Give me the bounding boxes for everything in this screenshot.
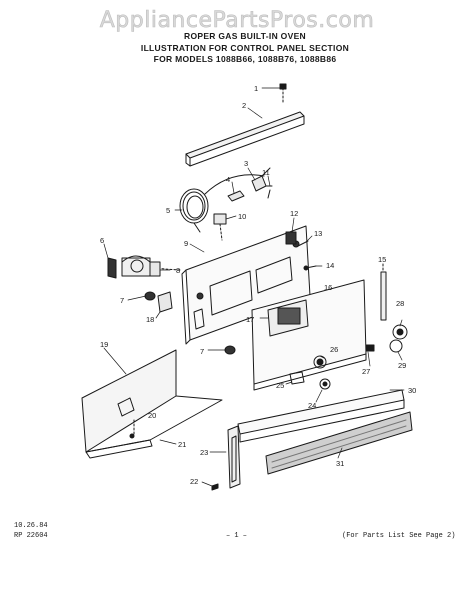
callout-16: 16 <box>324 283 332 292</box>
diagram-models: FOR MODELS 1088B66, 1088B76, 1088B86 <box>153 54 337 64</box>
part-trim-30 <box>237 389 405 443</box>
diagram-title: ROPER GAS BUILT-IN OVEN <box>184 31 306 41</box>
callout-27: 27 <box>362 367 370 376</box>
callout-17: 17 <box>246 315 254 324</box>
callout-2: 2 <box>242 101 246 110</box>
callout-23: 23 <box>200 448 208 457</box>
callout-28: 28 <box>396 299 404 308</box>
part-screw-14 <box>303 265 317 271</box>
callout-5: 5 <box>166 206 170 215</box>
part-screw-22 <box>211 483 219 491</box>
callout-31: 31 <box>336 459 344 468</box>
callout-1: 1 <box>254 84 258 93</box>
callout-19: 19 <box>100 340 108 349</box>
part-knob-28 <box>392 324 408 340</box>
part-screw-1 <box>279 83 287 105</box>
callout-7b: 7 <box>200 347 204 356</box>
part-heat-shield-19 <box>81 349 223 459</box>
callout-9: 9 <box>184 239 188 248</box>
callout-6: 6 <box>100 236 104 245</box>
part-trim-strip-2 <box>185 111 305 167</box>
callout-8: 8 <box>176 266 180 275</box>
part-bracket-23 <box>227 425 241 489</box>
part-socket-10 <box>213 213 227 241</box>
watermark: AppliancePartsPros.com <box>99 8 375 34</box>
part-mount-18 <box>157 291 173 313</box>
callout-18: 18 <box>146 315 154 324</box>
part-knob-29 <box>389 339 403 353</box>
page-number: – 1 – <box>226 532 248 540</box>
leader-lines <box>103 87 405 487</box>
part-bracket-25 <box>289 371 305 385</box>
callout-14: 14 <box>326 261 334 270</box>
part-switch-6 <box>107 255 181 279</box>
callout-24: 24 <box>308 401 316 410</box>
part-clock-17 <box>267 299 309 337</box>
callout-11: 11 <box>262 168 270 177</box>
callout-13: 13 <box>314 229 322 238</box>
callout-22: 22 <box>190 477 198 486</box>
part-bracket-8 <box>149 261 161 277</box>
callout-10: 10 <box>238 212 246 221</box>
part-front-panel-16 <box>251 279 367 391</box>
callout-7a: 7 <box>120 296 124 305</box>
part-clip-7a <box>144 291 156 301</box>
part-connector-12 <box>285 231 297 245</box>
callout-4: 4 <box>226 175 230 184</box>
part-knob-27 <box>365 344 375 352</box>
diagram-subtitle: ILLUSTRATION FOR CONTROL PANEL SECTION <box>140 43 350 53</box>
callout-29: 29 <box>398 361 406 370</box>
part-thermostat-bulb-5 <box>179 174 265 233</box>
document-code: RP 22604 <box>14 532 48 540</box>
callout-labels: 1 2 3 4 5 6 7 7 8 9 10 11 12 13 14 15 16… <box>100 84 416 486</box>
part-grille-31 <box>265 411 413 475</box>
part-screw-11 <box>265 185 273 199</box>
part-knob-24 <box>319 378 331 390</box>
part-clip-7b <box>224 345 236 355</box>
callout-30: 30 <box>408 386 416 395</box>
callout-12: 12 <box>290 209 298 218</box>
parts-list-note: (For Parts List See Page 2) <box>342 532 456 540</box>
callout-20: 20 <box>148 411 156 420</box>
callout-3: 3 <box>244 159 248 168</box>
part-rod-15 <box>380 263 387 321</box>
part-clip-4 <box>227 190 245 202</box>
callout-15: 15 <box>378 255 386 264</box>
callout-26: 26 <box>330 345 338 354</box>
revision-date: 10.26.84 <box>14 522 48 530</box>
callout-21: 21 <box>178 440 186 449</box>
callout-25: 25 <box>276 381 284 390</box>
